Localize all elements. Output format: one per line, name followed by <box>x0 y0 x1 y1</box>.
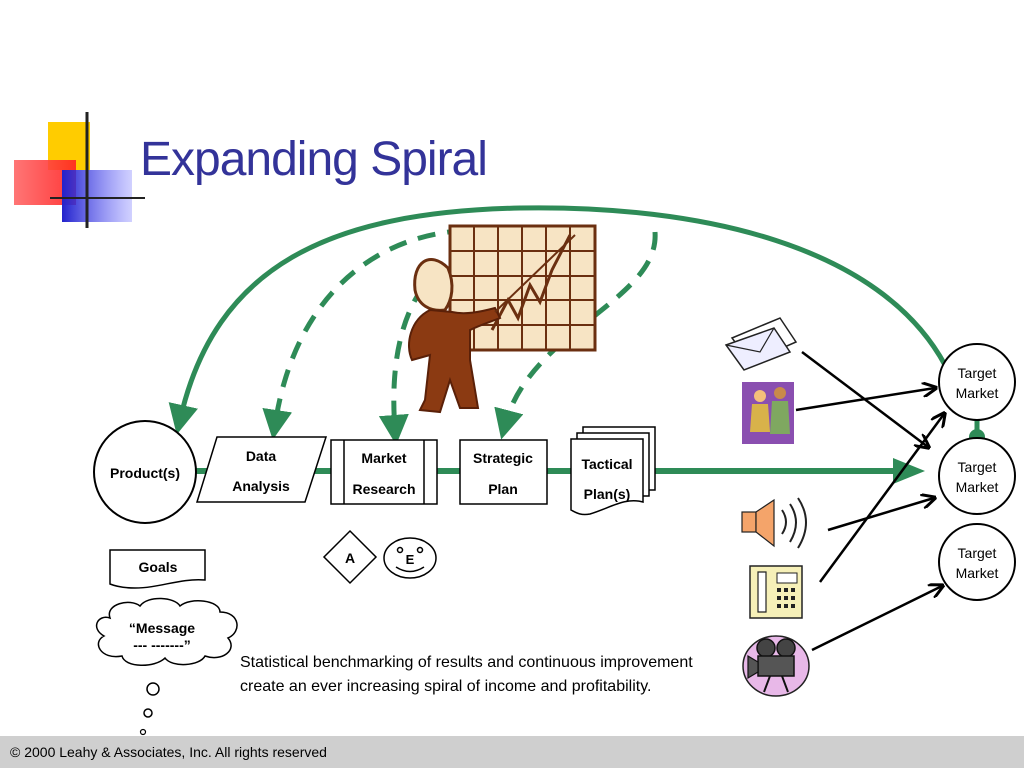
target-market-3-line2: Market <box>956 565 999 581</box>
market-research-shape[interactable] <box>330 439 438 505</box>
movie-camera-icon <box>742 635 810 697</box>
decision-diamond-label: A <box>345 550 355 566</box>
data-analysis-label-1: Data <box>246 448 277 464</box>
caption-line-2: create an ever increasing spiral of inco… <box>240 678 652 695</box>
slide-caption: Statistical benchmarking of results and … <box>240 651 740 699</box>
data-analysis-label-2: Analysis <box>232 478 290 494</box>
target-market-circle-3[interactable] <box>938 523 1016 601</box>
feedback-arc <box>168 205 948 435</box>
product-label: Product(s) <box>110 465 180 481</box>
strategic-plan-shape[interactable] <box>459 439 548 505</box>
tactical-plans-shape[interactable] <box>570 426 656 516</box>
target-market-2-line2: Market <box>956 479 999 495</box>
market-research-label-1: Market <box>361 450 406 466</box>
message-label-2: --- -------” <box>133 637 191 653</box>
dashed-arc-strategic-plan <box>494 231 658 440</box>
envelopes-icon <box>724 317 798 371</box>
goals-shape[interactable] <box>109 549 206 589</box>
message-cloud[interactable] <box>95 597 238 666</box>
smiley-face-label: E <box>406 552 415 567</box>
goals-label: Goals <box>139 559 178 575</box>
caption-line-1: Statistical benchmarking of results and … <box>240 654 693 671</box>
product-circle[interactable] <box>93 420 197 524</box>
target-market-circle-1[interactable] <box>938 343 1016 421</box>
message-label-1: “Message <box>129 620 195 636</box>
target-market-circle-2[interactable] <box>938 437 1016 515</box>
media-arrows <box>795 351 944 652</box>
people-meeting-icon <box>742 382 794 444</box>
speaker-icon <box>741 497 807 549</box>
footer-bar: © 2000 Leahy & Associates, Inc. All righ… <box>0 736 1024 768</box>
market-research-label-2: Research <box>352 481 415 497</box>
title-logo <box>14 112 145 228</box>
smiley-face-icon <box>383 537 437 579</box>
copyright-text: © 2000 Leahy & Associates, Inc. All righ… <box>10 744 327 760</box>
strategic-plan-label-1: Strategic <box>473 450 533 466</box>
presenter-chart-icon <box>408 224 597 414</box>
thought-bubbles <box>139 682 160 736</box>
tactical-plans-label-1: Tactical <box>581 456 632 472</box>
target-market-1-line2: Market <box>956 385 999 401</box>
telephone-icon <box>749 565 803 619</box>
data-analysis-shape[interactable] <box>195 436 328 503</box>
target-market-3-line1: Target <box>958 545 997 561</box>
decision-diamond[interactable] <box>322 529 378 585</box>
main-flow-arrowhead <box>893 458 925 484</box>
target-market-2-line1: Target <box>958 459 997 475</box>
slide-title: Expanding Spiral <box>140 133 488 186</box>
strategic-plan-label-2: Plan <box>488 481 518 497</box>
tactical-plans-label-2: Plan(s) <box>584 486 631 502</box>
target-market-1-line1: Target <box>958 365 997 381</box>
